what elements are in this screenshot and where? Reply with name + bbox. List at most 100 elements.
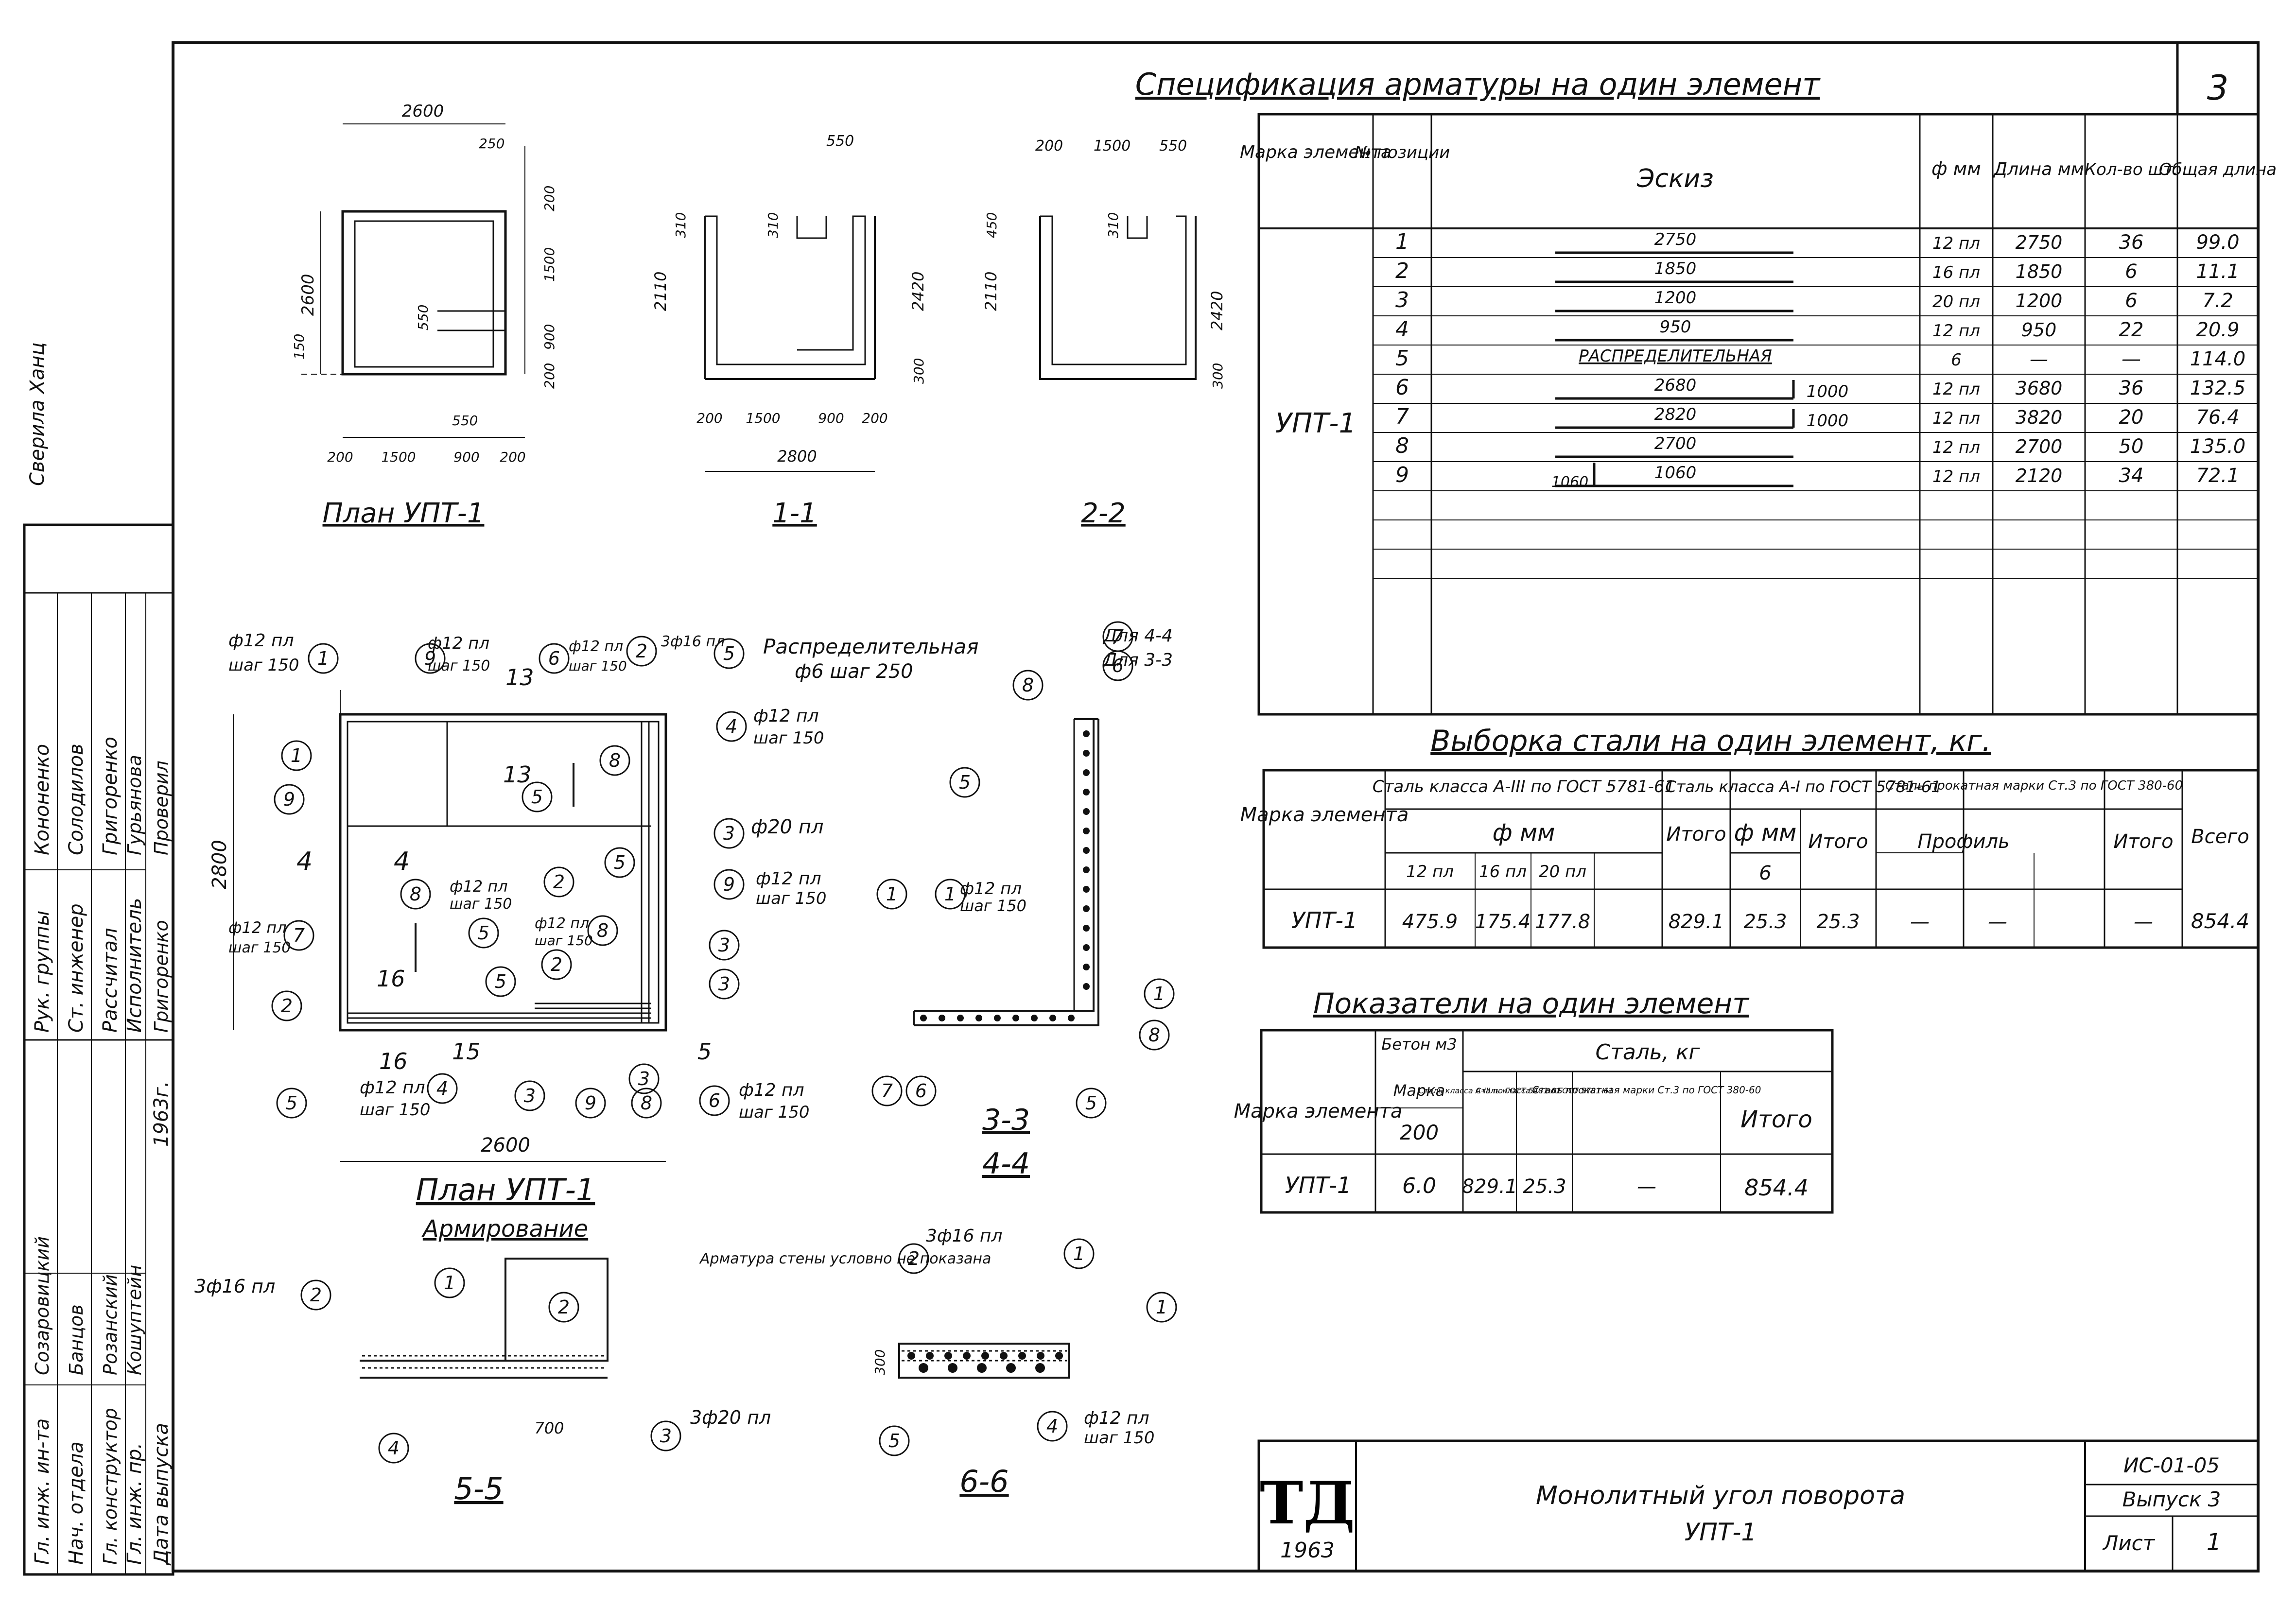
view-title-4-4: 4-4: [982, 1147, 1030, 1181]
steel-h-rolled: Сталь прокатная марки Ст.3 по ГОСТ 380-6…: [1885, 778, 2183, 793]
position-marker-label: 6: [548, 648, 560, 669]
position-marker: 8: [631, 1088, 662, 1119]
position-marker-label: 4: [388, 1437, 400, 1459]
spec-length: 3680: [2016, 378, 2063, 399]
spec-qty: 36: [2119, 231, 2144, 254]
indicators-table: Показатели на один элемент Марка элемент…: [1234, 987, 1834, 1214]
rebar-dot: [1012, 1015, 1019, 1021]
rebar-dot: [948, 1363, 957, 1373]
rebar-dot: [1083, 750, 1090, 757]
spec-total: 72.1: [2196, 465, 2239, 487]
position-marker-label: 5: [495, 971, 506, 992]
ind-h-rolled: Сталь прокатная марки Ст.3 по ГОСТ 380-6…: [1532, 1084, 1761, 1096]
spec-sketch-label: 1200: [1654, 288, 1697, 308]
steel-h-profile: Профиль: [1917, 830, 2009, 853]
callout-step-tl: шаг 150: [228, 656, 299, 675]
position-marker: 1: [1063, 1238, 1095, 1269]
position-marker-label: 5: [959, 772, 971, 793]
spec-sketch-label: 950: [1660, 317, 1691, 337]
dim-2110-22: 2110: [982, 272, 1000, 311]
rebar-dot: [1083, 789, 1090, 795]
stamp-role: Гл. инж. пр.: [123, 1443, 146, 1565]
position-marker-label: 3: [723, 823, 735, 844]
rebar-dot: [1083, 944, 1090, 951]
position-marker: 6: [905, 1075, 937, 1106]
position-marker: 7: [1102, 621, 1133, 652]
rebar-dot: [957, 1015, 964, 1021]
position-marker: 3: [713, 818, 745, 849]
stamp-name: Григоренко: [151, 920, 172, 1033]
sheet-number: 3: [2207, 68, 2229, 108]
steel-h-mark: Марка элемента: [1240, 804, 1409, 826]
position-marker: 1: [308, 643, 339, 674]
spec-qty: 50: [2119, 435, 2144, 458]
spec-qty: 6: [2125, 260, 2137, 283]
rebar-dot: [1049, 1015, 1056, 1021]
position-marker-label: 7: [293, 925, 305, 946]
steel-row-v2: 175.4: [1475, 911, 1531, 933]
spec-total: 135.0: [2190, 435, 2246, 458]
for-33: Для 3-3: [1102, 650, 1173, 670]
position-marker-label: 2: [908, 1248, 920, 1269]
position-marker-label: 3: [524, 1085, 536, 1106]
position-marker: 8: [400, 879, 431, 910]
spec-sketch-label: РАСПРЕДЕЛИТЕЛЬНАЯ: [1579, 346, 1772, 366]
dim-700: 700: [534, 1419, 564, 1437]
spec-dia: 12 пл: [1932, 380, 1980, 399]
callout-step-m2: шаг 150: [535, 933, 593, 949]
callout-phi12-l: ф12 пл: [228, 918, 287, 937]
position-marker-label: 1: [1073, 1243, 1085, 1264]
dim-310-11b: 310: [765, 212, 781, 238]
position-marker: 3: [709, 968, 740, 1000]
spec-sketch-hook-label: 1000: [1807, 411, 1849, 431]
callout-step-33: шаг 150: [960, 897, 1026, 915]
rebar-dot: [1018, 1352, 1026, 1360]
ind-row-total: 854.4: [1744, 1175, 1809, 1201]
steel-row-v1: 475.9: [1402, 911, 1458, 933]
spec-qty: 36: [2119, 377, 2144, 399]
position-marker: 2: [898, 1243, 929, 1274]
cut-13a: 13: [505, 664, 534, 691]
position-marker: 5: [949, 767, 980, 798]
steel-row-all: 854.4: [2191, 909, 2249, 933]
callout-phi12-33: ф12 пл: [960, 879, 1022, 899]
spec-qty: 34: [2119, 465, 2144, 487]
ind-row-mark: УПТ-1: [1285, 1172, 1352, 1198]
position-marker: 1: [1144, 978, 1175, 1009]
position-marker-label: 6: [915, 1080, 927, 1102]
rebar-dot: [1083, 828, 1090, 834]
cut-16b: 16: [379, 1048, 408, 1074]
rebar-dot: [1083, 769, 1090, 776]
position-marker-label: 2: [558, 1296, 570, 1318]
view-title-3-3: 3-3: [982, 1103, 1030, 1137]
callout-step-m: шаг 150: [450, 896, 512, 913]
rebar-dot: [1006, 1363, 1016, 1373]
position-marker-label: 5: [723, 643, 735, 664]
position-marker-label: 5: [531, 786, 543, 808]
spec-dia: 16 пл: [1932, 263, 1980, 282]
spec-length: 3820: [2016, 407, 2063, 428]
spec-pos: 6: [1395, 375, 1409, 400]
position-marker: 4: [427, 1073, 458, 1104]
callout-phi12-r4: ф12 пл: [753, 706, 819, 726]
ind-row-rolled: —: [1637, 1175, 1656, 1198]
view-title-6-6: 6-6: [959, 1464, 1009, 1499]
spec-pos: 3: [1395, 288, 1409, 312]
spec-pos: 4: [1395, 317, 1409, 342]
callout-step-t: шаг 150: [428, 657, 490, 674]
section-1-1-view: 550 310 310 2110 2420 300 200 1500 900 2…: [651, 133, 927, 529]
dim-2420-22: 2420: [1208, 291, 1226, 330]
view-title-plan-top: План УПТ-1: [323, 498, 485, 529]
spec-pos: 8: [1395, 433, 1409, 458]
callout-step-l: шаг 150: [228, 939, 291, 956]
callout-phi12-66: ф12 пл: [1084, 1408, 1149, 1428]
dim-200-b: 200: [541, 363, 557, 389]
position-marker: 8: [1012, 670, 1044, 701]
position-marker: 7: [871, 1075, 903, 1106]
stamp-role: Рассчитал: [99, 928, 122, 1033]
callout-step-66: шаг 150: [1084, 1428, 1155, 1448]
indicators-title: Показатели на один элемент: [1313, 987, 1750, 1020]
